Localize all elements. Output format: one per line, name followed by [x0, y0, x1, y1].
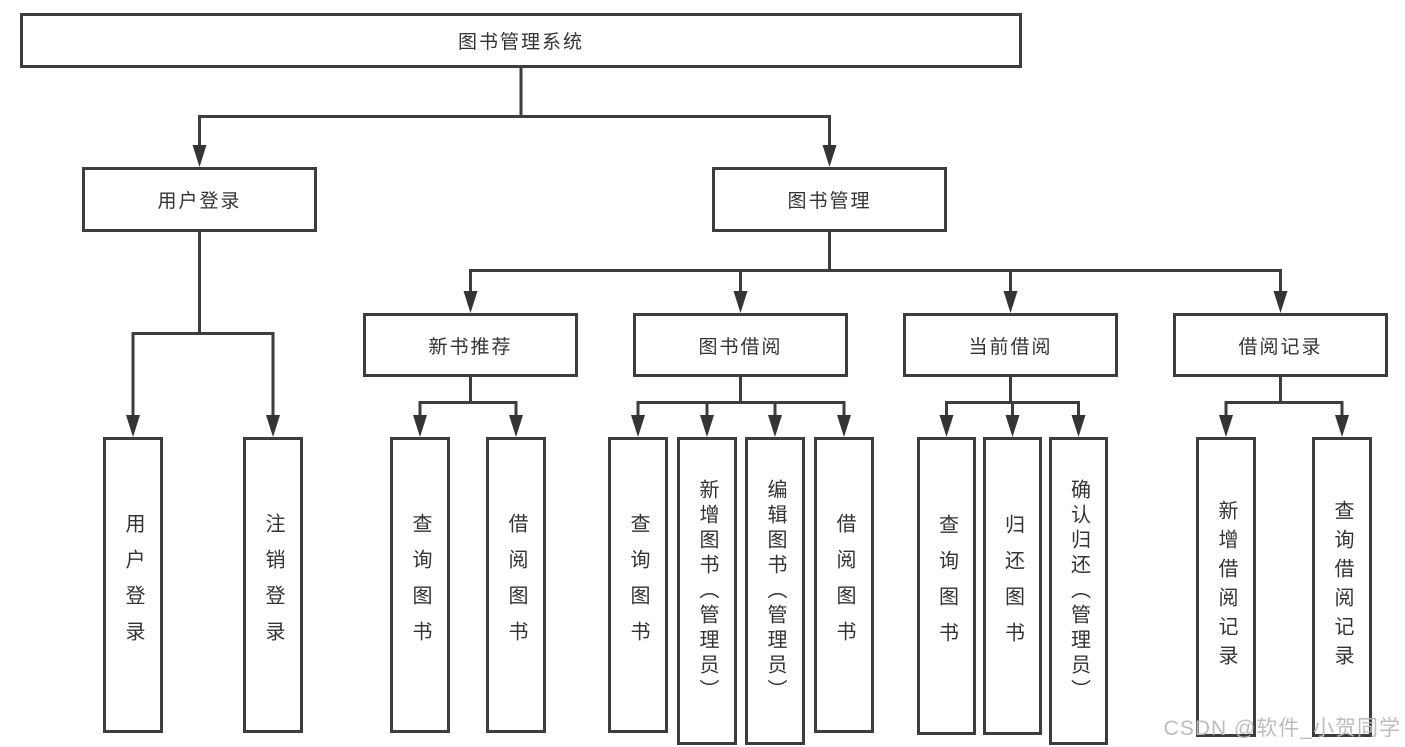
leaf-edit-book-admin: 编辑图书（管理员） [745, 437, 805, 745]
node-book-borrowing: 图书借阅 [633, 313, 848, 377]
arrow-down-icon [126, 415, 140, 437]
connector-root [198, 68, 831, 148]
arrow-down-icon [266, 415, 280, 437]
arrow-down-icon [1003, 291, 1018, 313]
arrow-down-icon [1005, 415, 1020, 437]
watermark: CSDN @软件_小贺同学 [1163, 717, 1401, 740]
leaf-query-books-1: 查询图书 [390, 437, 450, 733]
leaf-add-book-admin: 新增图书（管理员） [677, 437, 737, 745]
arrow-down-icon [463, 291, 478, 313]
leaf-logout: 注销登录 [243, 437, 303, 733]
node-label: 图书借阅 [698, 336, 783, 358]
node-borrowing-records: 借阅记录 [1173, 313, 1388, 377]
connector-records [1224, 377, 1344, 418]
connector-current-borrow [945, 377, 1080, 418]
leaf-label: 查询图书 [627, 513, 649, 657]
leaf-label: 查询图书 [935, 514, 958, 658]
leaf-label: 新增借阅记录 [1215, 500, 1237, 674]
leaf-label: 用户登录 [122, 513, 144, 657]
node-user-login: 用户登录 [82, 167, 317, 232]
arrow-down-icon [733, 291, 748, 313]
node-library-management-system: 图书管理系统 [20, 13, 1022, 68]
connector-user-login [131, 232, 275, 418]
node-label: 图书管理 [787, 191, 872, 212]
connector-book-borrow [636, 377, 846, 418]
arrow-down-icon [1071, 415, 1086, 437]
leaf-label: 编辑图书（管理员） [764, 478, 786, 704]
arrow-down-icon [822, 145, 837, 167]
arrow-down-icon [413, 415, 427, 437]
arrow-down-icon [837, 415, 851, 437]
arrow-down-icon [509, 415, 523, 437]
node-book-management: 图书管理 [712, 167, 947, 232]
node-label: 新书推荐 [428, 336, 513, 358]
arrow-down-icon [631, 415, 645, 437]
leaf-label: 借阅图书 [833, 513, 855, 657]
leaf-label: 查询图书 [409, 513, 431, 657]
leaf-confirm-return-admin: 确认归还（管理员） [1049, 437, 1108, 745]
leaf-label: 归还图书 [1001, 514, 1024, 658]
connector-book-mgmt [469, 232, 1282, 294]
arrow-down-icon [939, 415, 954, 437]
node-label: 用户登录 [157, 191, 242, 212]
node-new-book-recommend: 新书推荐 [363, 313, 578, 377]
leaf-label: 借阅图书 [505, 513, 527, 657]
leaf-user-login: 用户登录 [103, 437, 163, 733]
node-label: 当前借阅 [968, 336, 1053, 358]
arrow-down-icon [700, 415, 714, 437]
leaf-query-books-3: 查询图书 [917, 437, 976, 735]
node-label: 借阅记录 [1238, 336, 1323, 358]
connector-new-book [418, 377, 518, 418]
arrow-down-icon [1219, 415, 1233, 437]
leaf-label: 新增图书（管理员） [696, 478, 718, 704]
leaf-borrow-books-2: 借阅图书 [814, 437, 874, 733]
leaf-query-books-2: 查询图书 [608, 437, 668, 733]
leaf-label: 查询借阅记录 [1331, 500, 1353, 674]
leaf-return-book: 归还图书 [983, 437, 1042, 735]
arrow-down-icon [1273, 291, 1288, 313]
leaf-borrow-books-1: 借阅图书 [486, 437, 546, 733]
arrow-down-icon [1335, 415, 1349, 437]
arrow-down-icon [768, 415, 782, 437]
leaf-label: 注销登录 [262, 513, 284, 657]
node-label: 图书管理系统 [457, 32, 584, 53]
arrowheads [126, 145, 1349, 437]
leaf-query-borrow-record: 查询借阅记录 [1312, 437, 1372, 737]
node-current-borrowing: 当前借阅 [903, 313, 1118, 377]
leaf-add-borrow-record: 新增借阅记录 [1196, 437, 1256, 737]
leaf-label: 确认归还（管理员） [1067, 478, 1090, 704]
arrow-down-icon [192, 145, 207, 167]
